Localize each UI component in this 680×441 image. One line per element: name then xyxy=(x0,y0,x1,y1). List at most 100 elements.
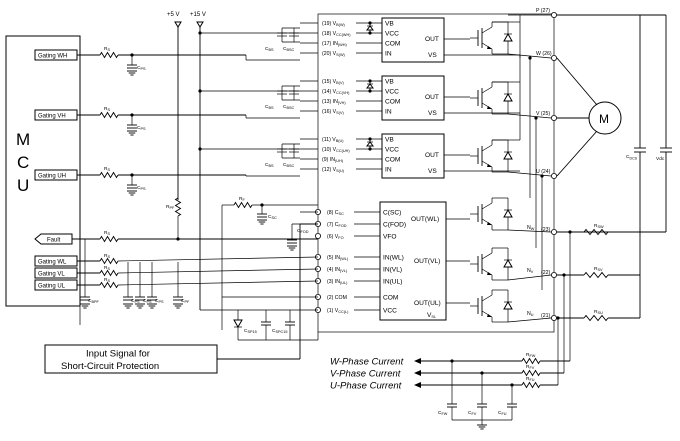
terminal-nu-num: (21) xyxy=(541,313,550,319)
svg-text:Gating UL: Gating UL xyxy=(38,284,66,290)
hs-ic-pin-label: VCC xyxy=(385,147,399,154)
junction-dot xyxy=(368,21,372,25)
gating-vh-label: Gating VH xyxy=(34,109,78,121)
hs-pin-label: (19) VB(W) xyxy=(322,21,346,27)
junction-dot xyxy=(534,116,538,120)
ls-vsl-label: VSL xyxy=(427,312,436,319)
hs-vs-label: VS xyxy=(428,110,437,117)
ground-symbol xyxy=(127,70,137,76)
high-side-ic-v xyxy=(381,75,445,121)
bottom-cap-label: CBPF xyxy=(88,298,100,304)
cf-phase-label: CFV xyxy=(468,410,477,416)
igbt-vh xyxy=(470,81,513,115)
cbsc-label: CBSC xyxy=(283,162,295,168)
cbsc-label: CBSC xyxy=(283,46,295,52)
igbt-wl xyxy=(470,197,513,231)
cbs-label: CBS xyxy=(265,46,274,52)
hs-ic-pin-label: IN xyxy=(385,167,392,174)
terminal-nv xyxy=(551,271,558,278)
hs-out-label: OUT xyxy=(425,94,439,101)
phase-current-label: V-Phase Current xyxy=(330,369,401,380)
bottom-cap-label: CPS xyxy=(131,298,140,304)
shunt-resistor-u: RSU xyxy=(556,309,640,322)
csp15-label: CSP15 xyxy=(244,328,257,334)
high-side-ic-w xyxy=(381,17,445,63)
bottom-cap-label: CPS xyxy=(143,298,152,304)
module-outline xyxy=(317,13,555,333)
junction-dot xyxy=(528,56,532,60)
bottom-cap-label: CPS xyxy=(155,298,164,304)
hs-ic-pin-label: IN xyxy=(385,109,392,116)
junction-dot xyxy=(368,79,372,83)
cps-cap xyxy=(127,184,137,189)
cps-label: CPS xyxy=(137,125,146,131)
bootstrap-diode xyxy=(366,23,374,33)
gating-wl-label: Gating WL xyxy=(34,255,78,267)
ls-pin-label: (1) VCC(L) xyxy=(327,308,349,314)
cps-cap xyxy=(127,64,137,69)
hs-ic-pin-label: VCC xyxy=(385,31,399,38)
hs-pin-label: (12) VS(U) xyxy=(322,167,345,173)
ls-ic-pin-label: IN(VL) xyxy=(383,267,402,274)
cps-label: CPS xyxy=(137,65,146,71)
hs-pin-label: (16) VS(V) xyxy=(322,109,344,115)
mcu-letter-c: C xyxy=(17,153,29,172)
svg-text:Gating WH: Gating WH xyxy=(38,54,67,60)
hs-pin-label: (9) IN(UH) xyxy=(322,157,344,163)
gating-ul-label: Gating UL xyxy=(34,279,78,291)
low-side-ic xyxy=(379,201,447,321)
current-ground xyxy=(477,424,487,430)
hs-pin-label: (20) VS(W) xyxy=(322,51,346,57)
shunt-resistor-w: RSW xyxy=(557,223,640,236)
hs-out-label: OUT xyxy=(425,36,439,43)
ls-ic-pin-label: IN(WL) xyxy=(383,255,404,262)
ground-symbol xyxy=(147,303,157,309)
igbt-ul xyxy=(470,289,513,323)
rf-phase-label: RFW xyxy=(526,352,536,358)
svg-text:Gating VH: Gating VH xyxy=(38,114,66,120)
terminal-w-label: W (26) xyxy=(536,51,552,57)
terminal-nv-label: NV xyxy=(527,268,534,274)
svg-text:Gating WL: Gating WL xyxy=(38,260,67,266)
hs-pin-label: (15) VB(V) xyxy=(322,79,344,85)
terminal-nv-num: (22) xyxy=(541,270,550,276)
ls-ic-pin-label: IN(UL) xyxy=(383,279,402,286)
junction-dot xyxy=(368,147,372,151)
high-side-group-v: (15) VB(V)VB(14) VCC(VH)VCC(13) IN(VH)CO… xyxy=(198,75,520,121)
shunt-resistor-v: RSV xyxy=(557,266,640,279)
svg-text:Short-Circuit Protection: Short-Circuit Protection xyxy=(61,361,159,372)
rf-label: RF xyxy=(239,196,245,202)
phase-current-label: U-Phase Current xyxy=(330,381,402,392)
hs-ic-pin-label: VB xyxy=(385,21,394,28)
rs-ls-label: RS xyxy=(104,253,110,259)
fault-label: Fault xyxy=(34,233,73,245)
terminal-nu-label: NU xyxy=(527,311,534,317)
ls-ic-pin-label: VFO xyxy=(383,234,397,241)
csc-label: CSC xyxy=(268,214,277,220)
input-signal-box: Input Signal for Short-Circuit Protectio… xyxy=(44,223,318,374)
ground-symbol xyxy=(127,190,137,196)
cps-cap xyxy=(127,124,137,129)
junction-dot xyxy=(198,31,202,35)
cdcs-label: CDCS xyxy=(626,154,638,161)
terminal-nw-label: NW xyxy=(527,225,535,231)
igbt-wh xyxy=(470,21,513,55)
ls-pin-node xyxy=(314,232,321,239)
phase-current-label: W-Phase Current xyxy=(330,357,404,368)
ls-input-path-1: RS xyxy=(77,265,319,277)
mcu-letter-m: M xyxy=(16,130,30,149)
ls-pin-label: (4) IN(VL) xyxy=(327,267,348,273)
junction-dot xyxy=(368,31,372,35)
svg-text:M: M xyxy=(599,112,609,126)
hs-pin-label: (18) VCC(WH) xyxy=(322,31,351,37)
gating-vl-label: Gating VL xyxy=(34,267,78,279)
cps-label: CPS xyxy=(137,185,146,191)
bootstrap-diode xyxy=(366,81,374,91)
cspc15-label: CSPC15 xyxy=(272,328,288,334)
shunt-label: RSV xyxy=(594,266,603,272)
